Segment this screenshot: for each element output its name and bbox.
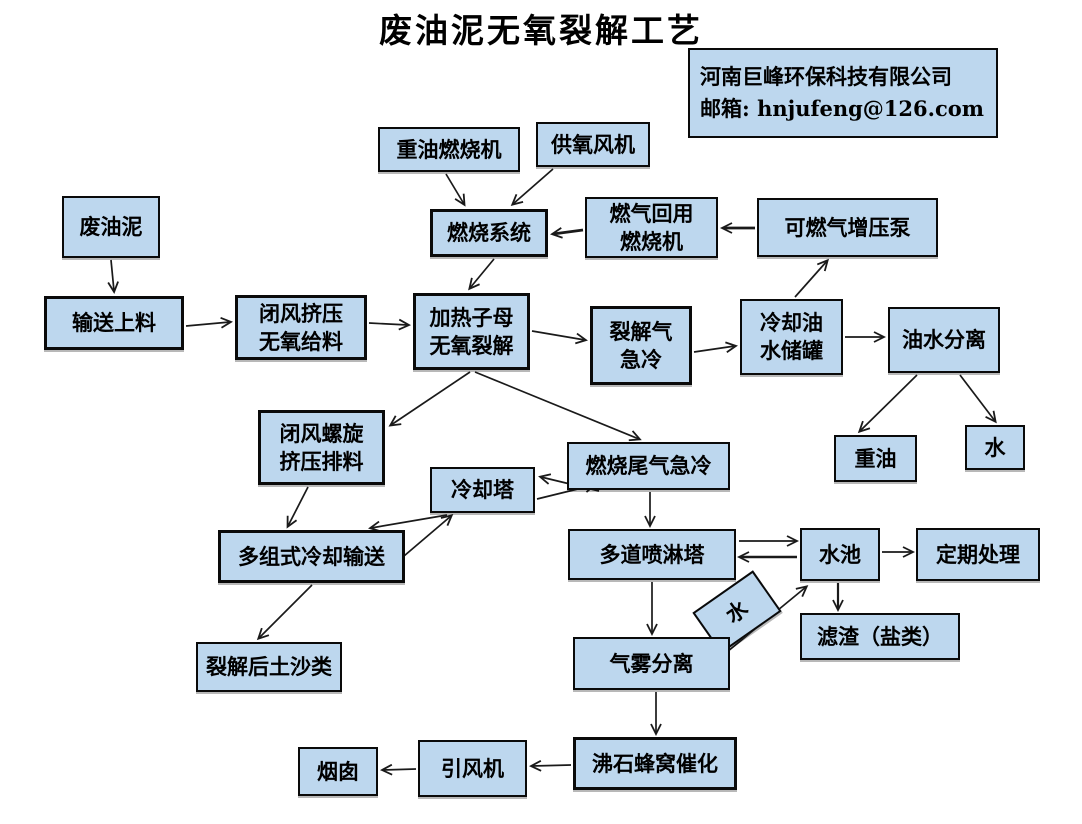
company-email: 邮箱: hnjufeng@126.com xyxy=(700,96,984,121)
edge-weiqi-jileng-to-lengqueta xyxy=(538,473,600,492)
edge-feiyouni-to-shusong-shangliao xyxy=(107,259,119,294)
edge-youshui-fenli-to-zhongyou xyxy=(857,374,918,434)
edge-jiare-liejie-to-weiqi-jileng xyxy=(474,371,642,442)
edge-jiare-liejie-to-liejieqi-jileng xyxy=(531,330,588,345)
edge-shusong-shangliao-to-bifeng-jiya xyxy=(185,316,234,329)
company-name: 河南巨峰环保科技有限公司 xyxy=(700,63,952,89)
edge-ranqi-huiyong-to-ranshao-xitong xyxy=(550,227,584,239)
edge-lengque-chuguan-to-keranqi-zengyabeng xyxy=(794,258,830,298)
company-info-box: 河南巨峰环保科技有限公司 邮箱: hnjufeng@126.com xyxy=(688,48,998,138)
edge-youshui-fenli-to-shui xyxy=(959,374,997,424)
edge-jiare-liejie-to-bifeng-luoxuan xyxy=(388,371,471,427)
edge-yinfengji-to-yancong xyxy=(379,763,417,776)
edge-gongyang-fengji-to-ranshao-xitong xyxy=(510,168,554,206)
edge-duozushi-to-liejiehou xyxy=(256,584,313,641)
edge-ranshao-xitong-to-jiare-liejie xyxy=(468,258,495,291)
edge-bifeng-luoxuan-to-duozushi xyxy=(286,486,309,529)
edge-liejieqi-jileng-to-lengque-chuguan xyxy=(693,341,738,353)
edge-bifeng-jiya-to-jiare-liejie xyxy=(368,318,412,331)
edge-lengqueta-to-weiqi-jileng xyxy=(536,481,597,500)
edge-feishi-cuihua-to-yinfengji xyxy=(528,759,572,772)
edge-qiwu-fenli-to-shuichi xyxy=(726,585,809,653)
page-title: 废油泥无氧裂解工艺 xyxy=(379,11,703,50)
edge-zhongyou-ranshaoji-to-ranshao-xitong xyxy=(445,173,466,207)
edge-lengqueta-to-duozushi xyxy=(368,514,448,533)
edge-duozushi-to-lengqueta xyxy=(403,514,454,557)
